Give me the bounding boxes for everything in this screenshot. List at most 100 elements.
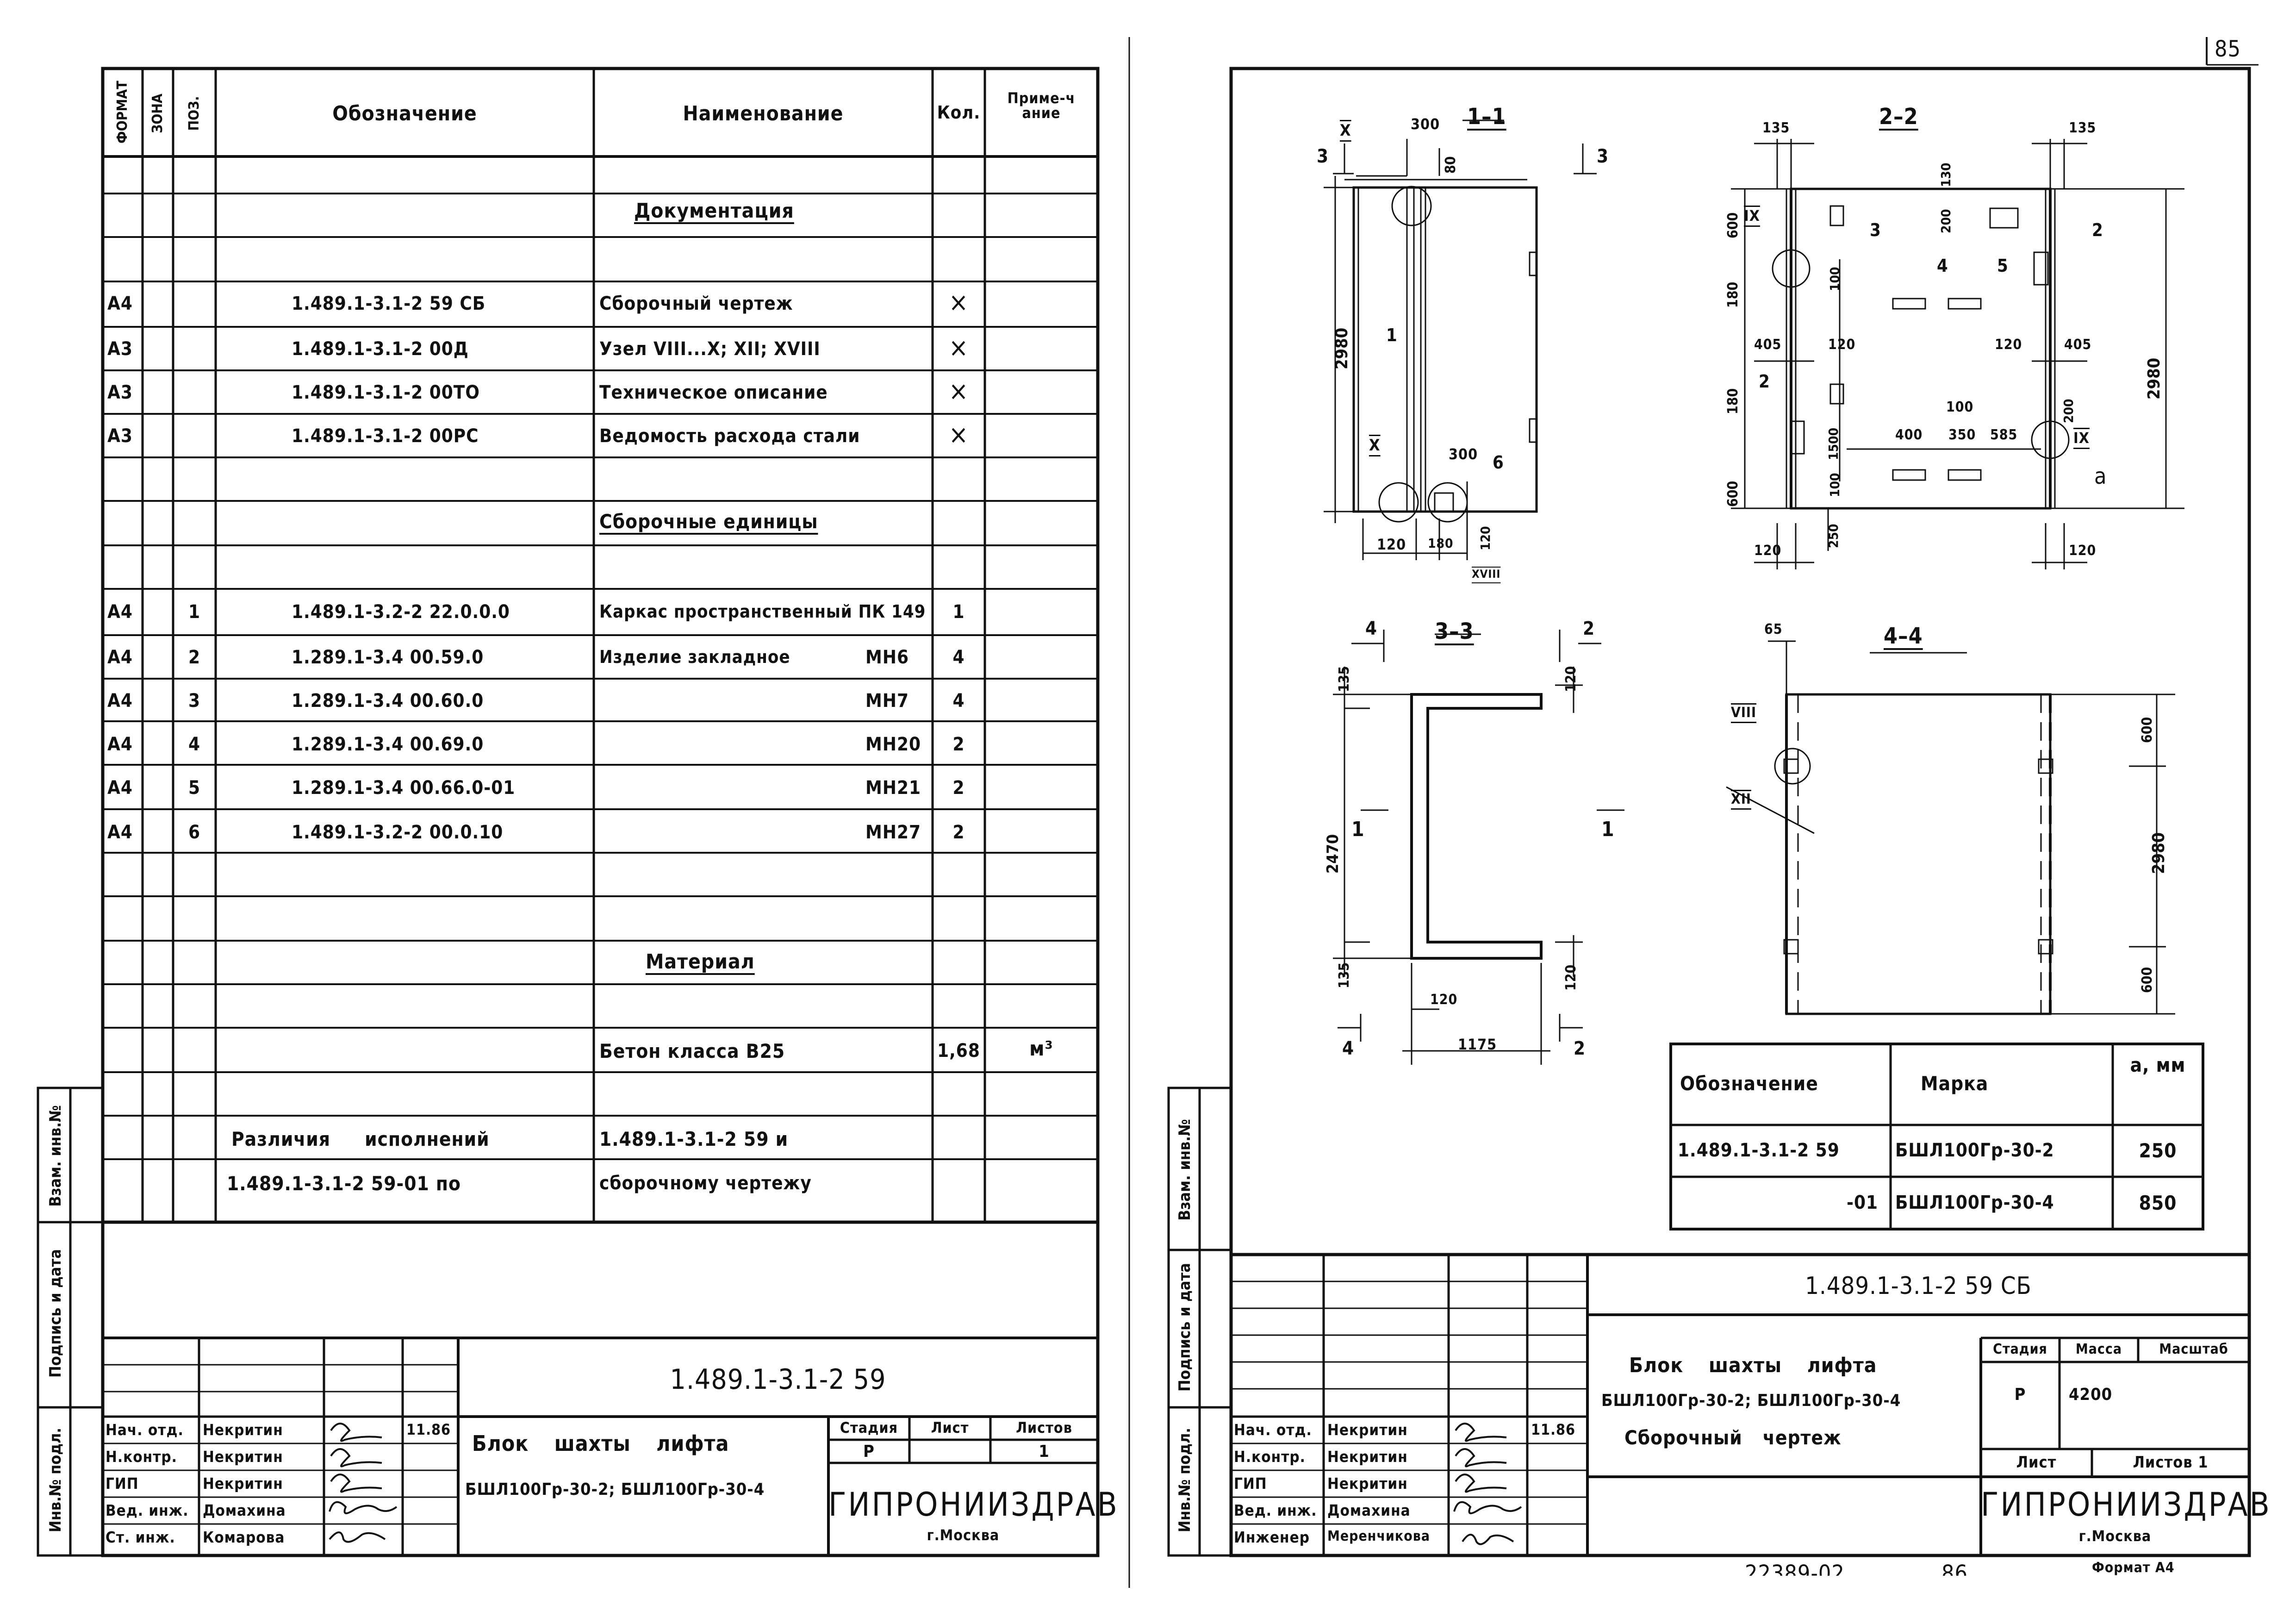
doc-qty: ×: [948, 333, 969, 363]
doc-designation: 1.489.1-3.1-2 00ТО: [292, 382, 480, 403]
unit-format: А4: [107, 690, 133, 712]
position-callout: 6: [1493, 452, 1504, 473]
unit-qty: 2: [952, 822, 965, 843]
staff-name: Домахина: [203, 1501, 286, 1519]
unit-mark: МН21: [865, 777, 921, 799]
dim-label: 180: [1428, 536, 1454, 551]
position-callout: 1: [1386, 325, 1398, 345]
sheets-label: Листов 1: [2133, 1453, 2209, 1472]
variant-a: 850: [2139, 1192, 2177, 1214]
dim-label: 350: [1948, 427, 1976, 443]
variant-a: 250: [2139, 1139, 2177, 1162]
unit-pos: 4: [188, 734, 201, 755]
doc-qty: ×: [948, 287, 969, 318]
staff-role: Ст. инж.: [106, 1528, 175, 1546]
dim-label: 400: [1895, 427, 1923, 443]
staff-name: Комарова: [203, 1528, 285, 1546]
dim-label: 135: [2069, 120, 2097, 136]
unit-mark: МН6: [865, 647, 909, 668]
doc-designation: 1.489.1-3.1-2 00РС: [292, 425, 479, 447]
material-unit: м³: [1029, 1037, 1053, 1061]
unit-format: А4: [107, 777, 133, 799]
cut-mark: 1: [1351, 818, 1365, 841]
doc-name: Техническое описание: [599, 382, 828, 403]
cut-mark: 1: [1601, 818, 1615, 841]
dim-label: a: [2094, 463, 2107, 489]
unit-pos: 6: [188, 822, 201, 843]
variants-line1-right: 1.489.1-3.1-2 59 и: [599, 1128, 789, 1150]
unit-qty: 4: [952, 690, 965, 712]
position-callout: 2: [2092, 220, 2103, 240]
stage-value: Р: [2014, 1385, 2026, 1404]
position-callout: 3: [1870, 220, 1881, 240]
staff-role: Инженер: [1234, 1528, 1310, 1546]
sheet-label: Лист: [2016, 1453, 2057, 1472]
sheets-label: Листов: [1016, 1419, 1072, 1437]
variants-line1-left: Различия исполнений: [231, 1128, 490, 1150]
doc-name: Ведомость расхода стали: [599, 425, 860, 447]
unit-pos: 3: [188, 690, 201, 712]
staff-name: Некритин: [203, 1448, 283, 1466]
dim-label: 65: [1764, 621, 1783, 637]
doc-format: А4: [107, 293, 133, 314]
variants-line2-right: сборочному чертежу: [599, 1173, 812, 1194]
dim-label: 120: [2069, 543, 2097, 559]
dim-label: 120: [1995, 337, 2022, 353]
title-doc-type: Сборочный чертеж: [1624, 1426, 1842, 1449]
staff-name: Некритин: [203, 1421, 283, 1439]
mass-label: Масса: [2075, 1341, 2122, 1357]
cut-mark: 3: [1597, 146, 1609, 167]
footer-page: 86: [1941, 1561, 1968, 1587]
staff-role: Вед. инж.: [106, 1501, 189, 1519]
staff-role: Н.контр.: [106, 1448, 177, 1466]
staff-name: Некритин: [1327, 1448, 1408, 1466]
variant-mark: БШЛ100Гр-30-4: [1895, 1192, 2054, 1213]
unit-name: Изделие закладное: [599, 647, 790, 667]
doc-format: А3: [107, 425, 133, 447]
unit-format: А4: [107, 822, 133, 843]
variant-header-mark: Марка: [1921, 1072, 1989, 1095]
footer-format: Формат А4: [2092, 1560, 2175, 1576]
dim-label: 405: [1754, 337, 1782, 353]
header-note: Приме-чание: [1007, 89, 1076, 122]
section-title-3-3: 3–3: [1435, 618, 1474, 644]
org-name: ГИПРОНИИЗДРАВ: [1981, 1486, 2271, 1524]
cut-mark: 2: [1583, 618, 1595, 639]
section-title-2-2: 2–2: [1879, 104, 1918, 130]
cut-mark: 4: [1342, 1038, 1355, 1059]
cut-mark: 4: [1365, 618, 1378, 639]
dim-label: 120: [1377, 536, 1406, 553]
unit-pos: 2: [188, 647, 201, 668]
unit-pos: 5: [188, 777, 201, 799]
title-code: 1.489.1-3.1-2 59: [670, 1363, 886, 1396]
header-designation: Обозначение: [332, 102, 477, 125]
position-callout: 2: [1759, 371, 1770, 392]
title-main: Блок шахты лифта: [1629, 1354, 1877, 1377]
dim-label: 100: [1946, 399, 1974, 415]
cut-mark: 3: [1317, 146, 1329, 167]
staff-role: Н.контр.: [1234, 1448, 1306, 1466]
org-name: ГИПРОНИИЗДРАВ: [828, 1486, 1119, 1524]
unit-format: А4: [107, 647, 133, 668]
staff-name: Некритин: [203, 1474, 283, 1493]
title-subtitle: БШЛ100Гр-30-2; БШЛ100Гр-30-4: [465, 1480, 765, 1499]
dim-label: 585: [1990, 427, 2018, 443]
node-mark: X: [1369, 436, 1381, 455]
stamp-date: 11.86: [1531, 1421, 1576, 1438]
variant-designation: 1.489.1-3.1-2 59: [1678, 1140, 1840, 1161]
doc-qty: ×: [948, 420, 969, 450]
dim-label: 120: [1754, 543, 1782, 559]
corner-number: 85: [2215, 36, 2241, 62]
variant-header-a: a, мм: [2130, 1054, 2186, 1076]
title-main: Блок шахты лифта: [472, 1431, 729, 1456]
staff-role: Вед. инж.: [1234, 1501, 1317, 1519]
position-callout: 5: [1997, 256, 2009, 276]
doc-format: А3: [107, 382, 133, 403]
staff-role: Нач. отд.: [1234, 1421, 1312, 1439]
section-material: Материал: [646, 950, 755, 974]
unit-mark: МН20: [865, 734, 921, 755]
unit-qty: 2: [952, 777, 965, 799]
position-callout: 4: [1937, 256, 1948, 276]
